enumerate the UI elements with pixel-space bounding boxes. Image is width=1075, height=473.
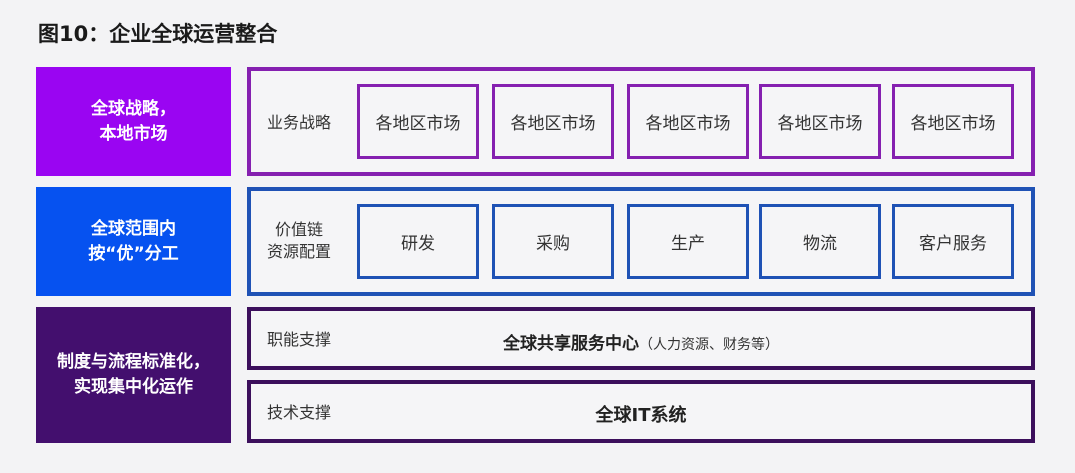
tech-support-label: 技术支撑 <box>267 403 332 422</box>
shared-service-center: 全球共享服务中心（人力资源、财务等） <box>251 329 1031 354</box>
market-cell: 各地区市场 <box>357 84 479 159</box>
value-chain-cell: 物流 <box>759 204 881 279</box>
value-chain-cell: 采购 <box>492 204 614 279</box>
figure-title: 图10：企业全球运营整合 <box>38 22 278 46</box>
market-cell: 各地区市场 <box>892 84 1014 159</box>
row2-header: 全球范围内 按“优”分工 <box>36 187 231 296</box>
row1-panel: 业务战略 各地区市场 各地区市场 各地区市场 各地区市场 各地区市场 <box>247 67 1035 176</box>
value-chain-cell: 研发 <box>357 204 479 279</box>
shared-service-title: 全球共享服务中心 <box>503 334 639 354</box>
market-cell: 各地区市场 <box>492 84 614 159</box>
functional-support-panel: 职能支撑 全球共享服务中心（人力资源、财务等） <box>247 307 1035 370</box>
row1-header: 全球战略， 本地市场 <box>36 67 231 176</box>
global-it-system: 全球IT系统 <box>595 405 687 426</box>
tech-support-panel: 技术支撑 全球IT系统 <box>247 380 1035 443</box>
row3-header: 制度与流程标准化， 实现集中化运作 <box>36 307 231 443</box>
row1-label: 业务战略 <box>267 113 332 132</box>
value-chain-cell: 客户服务 <box>892 204 1014 279</box>
functional-support-label: 职能支撑 <box>267 330 332 349</box>
row2-label: 价值链 资源配置 <box>267 220 332 261</box>
shared-service-note: （人力资源、财务等） <box>639 337 779 353</box>
market-cell: 各地区市场 <box>627 84 749 159</box>
market-cell: 各地区市场 <box>759 84 881 159</box>
row2-panel: 价值链 资源配置 研发 采购 生产 物流 客户服务 <box>247 187 1035 296</box>
value-chain-cell: 生产 <box>627 204 749 279</box>
